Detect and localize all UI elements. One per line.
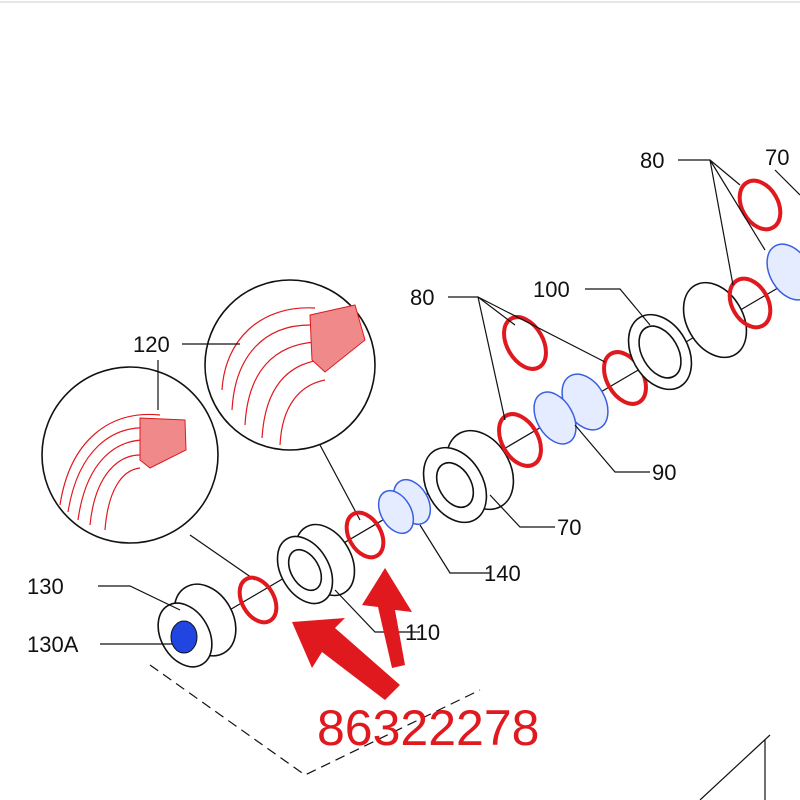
seal-detail-callout-left bbox=[41, 366, 256, 581]
label-100: 100 bbox=[533, 277, 570, 302]
label-130A: 130A bbox=[27, 632, 79, 657]
part-110-bushing bbox=[276, 523, 356, 605]
part-130A-insert bbox=[170, 620, 198, 654]
label-140: 140 bbox=[484, 561, 521, 586]
part-140-needle-bearing bbox=[377, 478, 432, 535]
label-80-mid: 80 bbox=[410, 285, 434, 310]
part-70-bushing bbox=[422, 429, 515, 524]
seal-ring bbox=[237, 575, 279, 625]
o-ring-80 bbox=[737, 178, 783, 232]
label-110: 110 bbox=[405, 620, 440, 645]
part-90-spool bbox=[533, 373, 609, 445]
seal-detail-callout-right bbox=[204, 279, 376, 521]
part-90-spool-top bbox=[766, 243, 800, 301]
label-70-top: 70 bbox=[765, 145, 789, 170]
label-90: 90 bbox=[652, 460, 676, 485]
seal-ring bbox=[344, 510, 386, 560]
label-130: 130 bbox=[27, 574, 64, 599]
label-80-top: 80 bbox=[640, 148, 664, 173]
o-ring-80 bbox=[502, 315, 548, 371]
arrow-indicator-up bbox=[362, 568, 412, 668]
arrow-indicator-left bbox=[292, 618, 400, 700]
part-130-bushing bbox=[157, 583, 237, 668]
leader-lines bbox=[98, 159, 800, 645]
o-ring-80 bbox=[727, 276, 773, 330]
frame-line bbox=[699, 734, 771, 800]
part-100-sleeve bbox=[627, 281, 748, 391]
part-number: 86322278 bbox=[317, 700, 539, 756]
label-70-mid: 70 bbox=[557, 515, 581, 540]
o-ring-80 bbox=[497, 412, 543, 468]
label-120: 120 bbox=[133, 332, 170, 357]
